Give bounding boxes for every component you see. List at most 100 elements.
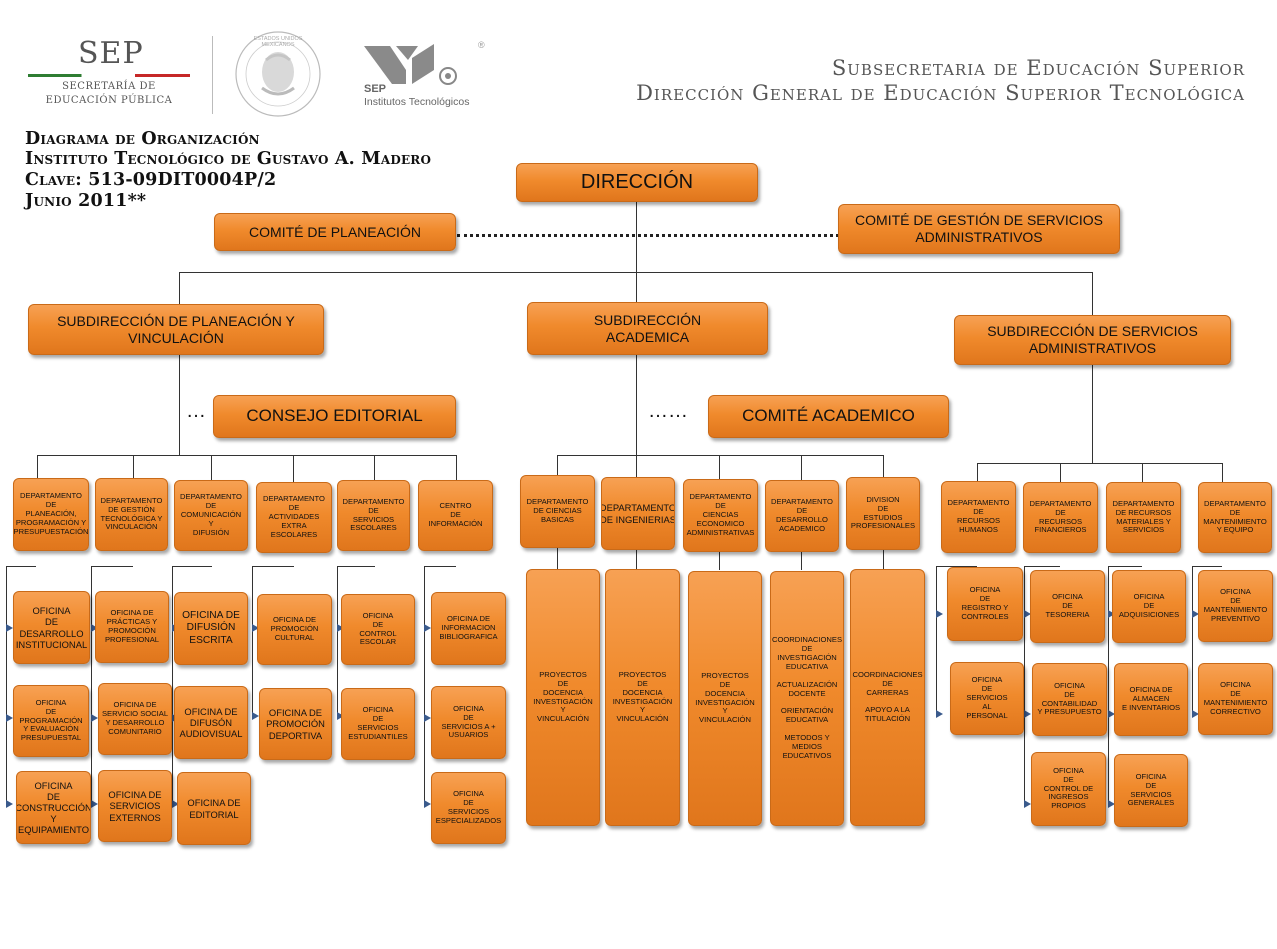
box-oficina-tesoreria: OFICINA DE TESORERIA (1030, 570, 1105, 643)
box-coordinaciones-investigacion: COORDINACIONES DE INVESTIGACIÓN EDUCATIV… (770, 571, 844, 826)
diagram-title: Diagrama de Organización (25, 129, 260, 149)
box-oficina-adquisiciones: OFICINA DE ADQUISICIONES (1112, 570, 1186, 643)
arrow-icon (424, 800, 431, 808)
arrow-icon (91, 800, 98, 808)
connector (557, 455, 558, 475)
box-comite-planeacion: COMITÉ DE PLANEACIÓN (214, 213, 456, 251)
connector (1060, 463, 1061, 482)
connector (337, 566, 375, 567)
box-oficina-editorial: OFICINA DE EDITORIAL (177, 772, 251, 845)
box-oficina-ingresos-propios: OFICINA DE CONTROL DE INGRESOS PROPIOS (1031, 752, 1106, 826)
box-oficina-registro: OFICINA DE REGISTRO Y CONTROLES (947, 567, 1023, 641)
connector (1222, 463, 1223, 482)
connector (6, 566, 7, 806)
box-dept-recursos-financieros: DEPARTAMENTO DE RECURSOS FINANCIEROS (1023, 482, 1098, 553)
connector (374, 455, 375, 480)
connector (936, 566, 977, 567)
box-dept-planeacion: DEPARTAMENTO DE PLANEACIÓN, PROGRAMACIÓN… (13, 478, 89, 551)
connector (179, 272, 180, 305)
box-oficina-servicios-personal: OFICINA DE SERVICIOS AL PERSONAL (950, 662, 1024, 735)
connector (456, 455, 457, 480)
box-centro-informacion: CENTRO DE INFORMACIÓN (418, 480, 493, 551)
box-dept-ingenierias: DEPARTAMENTO DE INGENIERIAS (601, 477, 675, 550)
box-dept-recursos-humanos: DEPARTAMENTO DE RECURSOS HUMANOS (941, 481, 1016, 553)
connector (6, 566, 36, 567)
arrow-icon (1108, 610, 1115, 618)
diagram-clave: Clave: 513-09DIT0004P/2 (25, 170, 277, 190)
connector (1108, 566, 1142, 567)
connector (801, 455, 802, 480)
connector (636, 201, 637, 303)
arrow-icon (1192, 610, 1199, 618)
arrow-icon (424, 624, 431, 632)
connector (801, 552, 802, 570)
sep-logo-stripe (28, 74, 190, 77)
connector (557, 548, 558, 570)
box-oficina-almacen: OFICINA DE ALMACEN E INVENTARIOS (1114, 663, 1188, 736)
connector (1192, 566, 1193, 714)
arrow-icon (1024, 800, 1031, 808)
box-direccion: DIRECCIÓN (516, 163, 758, 202)
box-consejo-editorial: CONSEJO EDITORIAL (213, 395, 456, 438)
connector (293, 455, 294, 482)
dots-comite: …… (648, 400, 688, 422)
connector (37, 455, 457, 456)
sep-logo-text: SEP (78, 36, 144, 71)
box-division-estudios: DIVISION DE ESTUDIOS PROFESIONALES (846, 477, 920, 550)
arrow-icon (337, 712, 344, 720)
arrow-icon (91, 624, 98, 632)
sep-logo-line2: EDUCACIÓN PÚBLICA (45, 95, 173, 106)
mexico-seal-icon (235, 31, 321, 117)
box-oficina-servicios-estudiantiles: OFICINA DE SERVICIOS ESTUDIANTILES (341, 688, 415, 760)
tec-logo: ® SEP Institutos Tecnológicos (362, 40, 497, 115)
box-oficina-construccion: OFICINA DE CONSTRUCCIÓN Y EQUIPAMIENTO (16, 771, 91, 844)
connector (883, 550, 884, 570)
box-oficina-servicios-usuarios: OFICINA DE SERVICIOS A + USUARIOS (431, 686, 506, 759)
connector (1108, 566, 1109, 806)
connector (977, 463, 1223, 464)
tec-logo-registered: ® (478, 40, 485, 50)
header-title-line2: Dirección General de Educación Superior … (636, 81, 1245, 105)
box-proyectos-ingenierias: PROYECTOS DE DOCENCIA INVESTIGACIÓN Y VI… (605, 569, 680, 826)
connector (1142, 463, 1143, 482)
tec-logo-sep: SEP (364, 83, 387, 95)
box-coordinaciones-carreras: COORDINACIONES DE CARRERAS APOYO A LA TI… (850, 569, 925, 826)
box-oficina-difusion-escrita: OFICINA DE DIFUSIÓN ESCRITA (174, 592, 248, 665)
mexico-seal: ESTADOS UNIDOS MEXICANOS (232, 30, 324, 118)
connector (424, 566, 425, 806)
connector (91, 566, 92, 806)
box-oficina-practicas: OFICINA DE PRÁCTICAS Y PROMOCIÓN PROFESI… (95, 591, 169, 663)
box-proyectos-ciencias: PROYECTOS DE DOCENCIA INVESTIGACIÓN Y VI… (526, 569, 600, 826)
arrow-icon (172, 800, 179, 808)
connector (91, 566, 133, 567)
arrow-icon (1192, 710, 1199, 718)
box-dept-servicios-escolares: DEPARTAMENTO DE SERVICIOS ESCOLARES (337, 480, 410, 551)
sep-logo: SEP SECRETARÍA DE EDUCACIÓN PÚBLICA (28, 34, 198, 114)
box-subdireccion-servicios: SUBDIRECCIÓN DE SERVICIOS ADMINISTRATIVO… (954, 315, 1231, 365)
connector (1192, 566, 1222, 567)
connector (211, 455, 212, 480)
arrow-icon (1024, 610, 1031, 618)
arrow-icon (1108, 710, 1115, 718)
connector (1024, 566, 1060, 567)
box-dept-ciencias-basicas: DEPARTAMENTO DE CIENCIAS BASICAS (520, 475, 595, 548)
box-oficina-servicios-externos: OFICINA DE SERVICIOS EXTERNOS (98, 770, 172, 842)
box-dept-recursos-materiales: DEPARTAMENTO DE RECURSOS MATERIALES Y SE… (1106, 482, 1181, 553)
box-subdireccion-planeacion: SUBDIRECCIÓN DE PLANEACIÓN Y VINCULACIÓN (28, 304, 324, 355)
box-comite-gestion: COMITÉ DE GESTIÓN DE SERVICIOS ADMINISTR… (838, 204, 1120, 254)
arrow-icon (91, 714, 98, 722)
box-dept-extraescolares: DEPARTAMENTO DE ACTIVIDADES EXTRA ESCOLA… (256, 482, 332, 553)
arrow-icon (936, 610, 943, 618)
arrow-icon (252, 712, 259, 720)
connector (424, 566, 456, 567)
dotted-connector (457, 234, 839, 237)
connector (337, 566, 338, 716)
connector (172, 566, 212, 567)
connector (252, 566, 294, 567)
header-title-line1: Subsecretaria de Educación Superior (831, 56, 1245, 80)
box-dept-gestion-tecnologica: DEPARTAMENTO DE GESTIÓN TECNOLÓGICA Y VI… (95, 478, 168, 551)
connector (133, 455, 134, 479)
box-oficina-mantenimiento-correctivo: OFICINA DE MANTENIMIENTO CORRECTIVO (1198, 663, 1273, 735)
arrow-icon (936, 710, 943, 718)
arrow-icon (6, 714, 13, 722)
